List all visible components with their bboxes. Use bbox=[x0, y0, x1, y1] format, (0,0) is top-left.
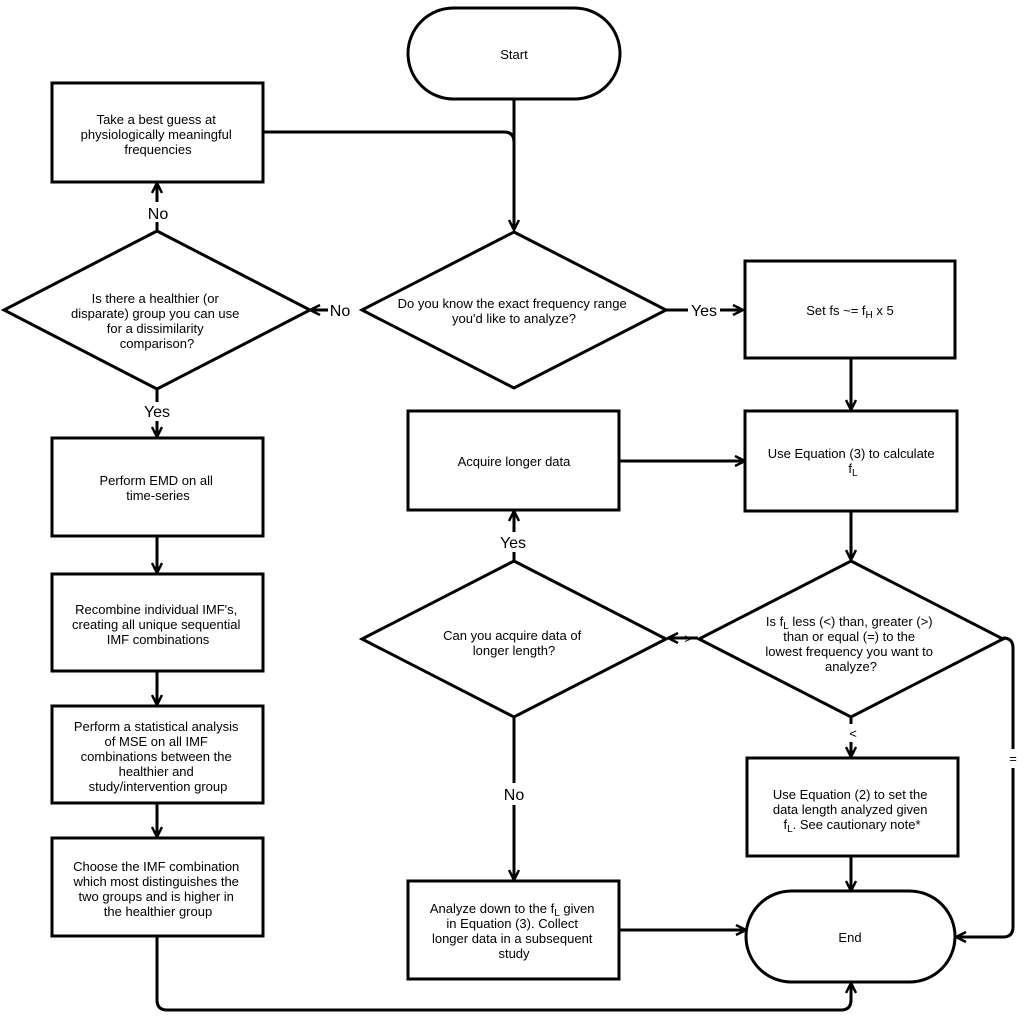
node-healthier-question: Is there a healthier (or disparate) grou… bbox=[0, 229, 314, 391]
edge-label-less: < bbox=[849, 726, 857, 741]
edge-label-equal: = bbox=[1009, 751, 1017, 766]
node-stat-analysis: Perform a statistical analysis of MSE on… bbox=[50, 704, 265, 805]
node-end: End bbox=[744, 889, 957, 984]
node-know-range-question: Do you know the exact frequency range yo… bbox=[358, 230, 670, 390]
know-range-question-label: Do you know the exact frequency range yo… bbox=[398, 296, 631, 326]
use-eq3-label: Use Equation (3) to calculate fL bbox=[768, 446, 939, 479]
node-can-acquire-question: Can you acquire data of longer length? bbox=[358, 559, 670, 719]
perform-emd-label: Perform EMD on all time-series bbox=[99, 473, 216, 503]
edge-label-greater: > bbox=[684, 631, 692, 646]
edge-label-yes-healthier: Yes bbox=[144, 404, 170, 421]
node-analyze-down: Analyze down to the fL given in Equation… bbox=[406, 879, 621, 981]
analyze-down-label: Analyze down to the fL given in Equation… bbox=[430, 901, 598, 961]
node-start: Start bbox=[406, 6, 622, 101]
use-eq2-label: Use Equation (2) to set the data length … bbox=[773, 787, 931, 835]
end-label: End bbox=[838, 930, 861, 945]
node-perform-emd: Perform EMD on all time-series bbox=[50, 436, 265, 538]
edge-label-no-know-range: No bbox=[330, 303, 351, 320]
edge-label-no-healthier: No bbox=[148, 206, 169, 223]
edge-compare-equal bbox=[956, 636, 1015, 937]
edge-label-no-acquire: No bbox=[504, 787, 525, 804]
best-guess-label: Take a best guess at physiologically mea… bbox=[81, 112, 236, 157]
node-best-guess: Take a best guess at physiologically mea… bbox=[50, 81, 265, 184]
edge-labels: No Yes No Yes Yes No > < = bbox=[144, 206, 1017, 804]
node-acquire-longer: Acquire longer data bbox=[406, 409, 621, 512]
edge-label-yes-acquire: Yes bbox=[500, 535, 526, 552]
start-label: Start bbox=[500, 47, 528, 62]
compare-question-label: Is fL less (<) than, greater (>) than or… bbox=[765, 614, 936, 674]
healthier-question-label: Is there a healthier (or disparate) grou… bbox=[71, 291, 243, 351]
choose-imf-label: Choose the IMF combination which most di… bbox=[72, 859, 242, 919]
node-use-eq2: Use Equation (2) to set the data length … bbox=[745, 756, 960, 858]
acquire-longer-label: Acquire longer data bbox=[458, 454, 572, 469]
edge-choose-to-end bbox=[155, 937, 851, 1012]
edge-best-guess-to-know-range bbox=[264, 130, 516, 143]
node-choose-imf: Choose the IMF combination which most di… bbox=[50, 836, 265, 938]
node-set-fs: Set fs ~= fH x 5 bbox=[743, 259, 957, 360]
edge-label-yes-know-range: Yes bbox=[691, 303, 717, 320]
set-fs-label: Set fs ~= fH x 5 bbox=[806, 303, 893, 321]
stat-analysis-label: Perform a statistical analysis of MSE on… bbox=[74, 719, 242, 794]
node-recombine: Recombine individual IMF's, creating all… bbox=[50, 572, 265, 673]
node-compare-question: Is fL less (<) than, greater (>) than or… bbox=[695, 559, 1007, 719]
node-use-eq3: Use Equation (3) to calculate fL bbox=[743, 409, 959, 513]
recombine-label: Recombine individual IMF's, creating all… bbox=[72, 602, 244, 647]
can-acquire-question-label: Can you acquire data of longer length? bbox=[443, 628, 585, 658]
edges bbox=[155, 100, 1015, 1012]
